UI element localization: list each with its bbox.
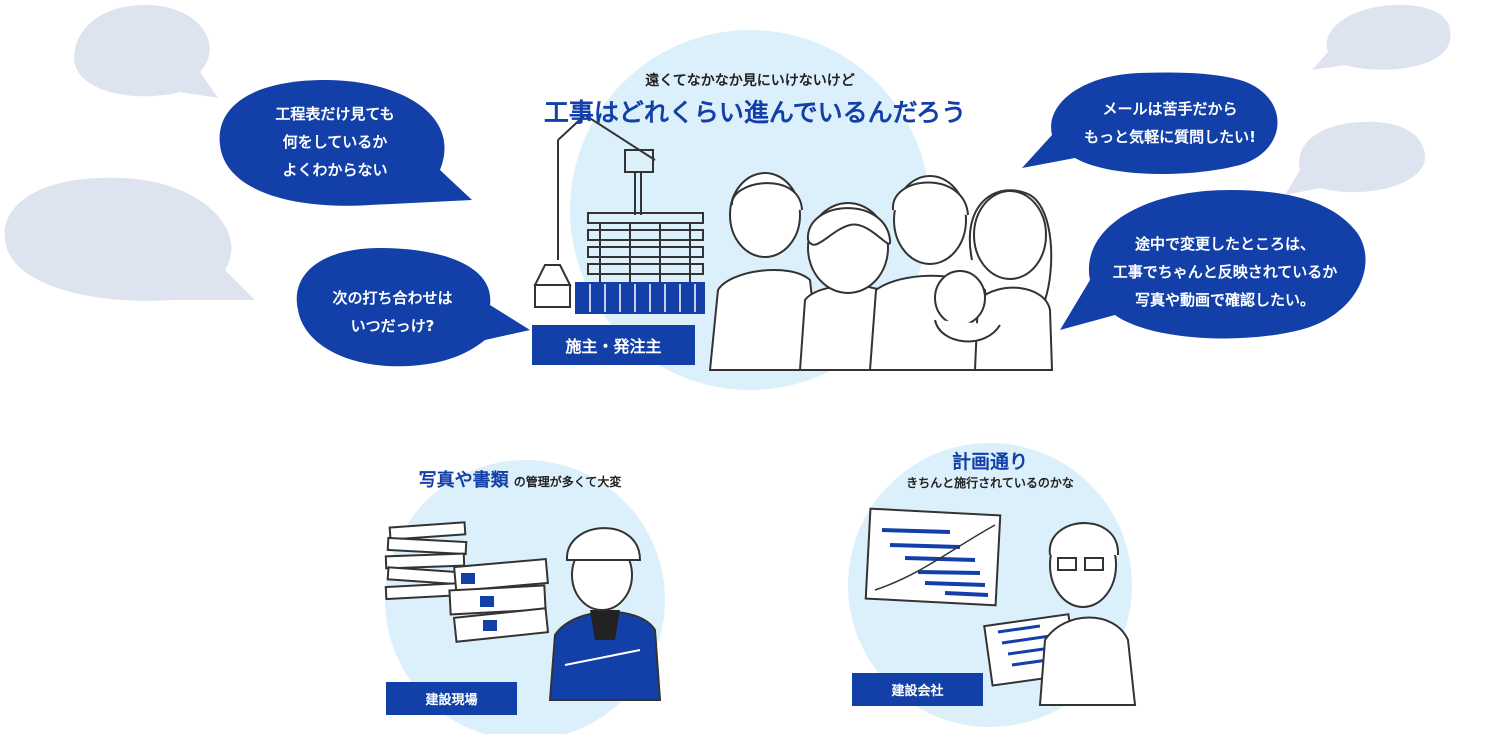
bubble-right-2-line-2: 工事でちゃんと反映されているか bbox=[1112, 263, 1338, 281]
bubble-right-2-line-1: 途中で変更したところは、 bbox=[1134, 235, 1315, 253]
company-title: 計画通り bbox=[951, 451, 1028, 473]
site-worker-illustration bbox=[548, 527, 662, 701]
bubble-right-2-shape bbox=[1060, 190, 1366, 339]
bubble-right-1-line-2: もっと気軽に質問したい! bbox=[1084, 128, 1256, 146]
bubble-right-2: 途中で変更したところは、 工事でちゃんと反映されているか 写真や動画で確認したい… bbox=[1075, 230, 1375, 314]
bubble-left-1-line-2: 何をしているか bbox=[282, 133, 388, 151]
client-tag: 施主・発注主 bbox=[532, 325, 695, 365]
building-base-lines bbox=[589, 284, 696, 312]
bubble-left-1-line-1: 工程表だけ見ても bbox=[275, 105, 395, 123]
bubble-left-2-line-2: いつだっけ? bbox=[350, 317, 435, 335]
site-heading-highlight: 写真や書類 bbox=[418, 470, 509, 491]
bubble-left-2-line-1: 次の打ち合わせは bbox=[332, 289, 453, 307]
ghost-bubble-left bbox=[4, 177, 256, 301]
building-base-block bbox=[575, 282, 705, 314]
binder-labels bbox=[461, 573, 497, 631]
ghost-bubble-top-right bbox=[1312, 5, 1451, 70]
bubble-right-1-line-1: メールは苦手だから bbox=[1102, 100, 1238, 118]
speech-bubbles bbox=[219, 72, 1366, 367]
bubble-right-1-shape bbox=[1022, 72, 1278, 175]
bubble-left-1: 工程表だけ見ても 何をしているか よくわからない bbox=[235, 100, 435, 184]
bubble-left-1-shape bbox=[219, 80, 472, 206]
top-title: 工事はどれくらい進んでいるんだろう bbox=[543, 98, 967, 127]
bubble-left-1-line-3: よくわからない bbox=[282, 161, 388, 179]
ghost-bubbles bbox=[4, 5, 1451, 301]
company-subtitle: きちんと施行されているのかな bbox=[906, 476, 1074, 490]
site-heading: 写真や書類 の管理が多くて大変 bbox=[390, 466, 650, 492]
company-person-illustration bbox=[1038, 522, 1137, 706]
ghost-bubble-top-left bbox=[74, 5, 219, 98]
document-stack-illustration bbox=[384, 521, 550, 643]
family-illustration bbox=[708, 172, 1054, 371]
top-subtitle: 遠くてなかなか見にいけないけど bbox=[645, 73, 855, 89]
construction-building-illustration bbox=[533, 114, 704, 308]
bubble-right-1: メールは苦手だから もっと気軽に質問したい! bbox=[1040, 95, 1300, 151]
bubble-left-2-shape bbox=[296, 248, 530, 367]
bubble-left-2: 次の打ち合わせは いつだっけ? bbox=[300, 284, 485, 340]
bubble-right-2-line-3: 写真や動画で確認したい。 bbox=[1134, 291, 1315, 309]
ghost-bubble-right bbox=[1285, 121, 1426, 195]
site-tag: 建設現場 bbox=[386, 682, 517, 715]
site-heading-rest: の管理が多くて大変 bbox=[513, 475, 622, 489]
company-tag: 建設会社 bbox=[852, 673, 983, 706]
